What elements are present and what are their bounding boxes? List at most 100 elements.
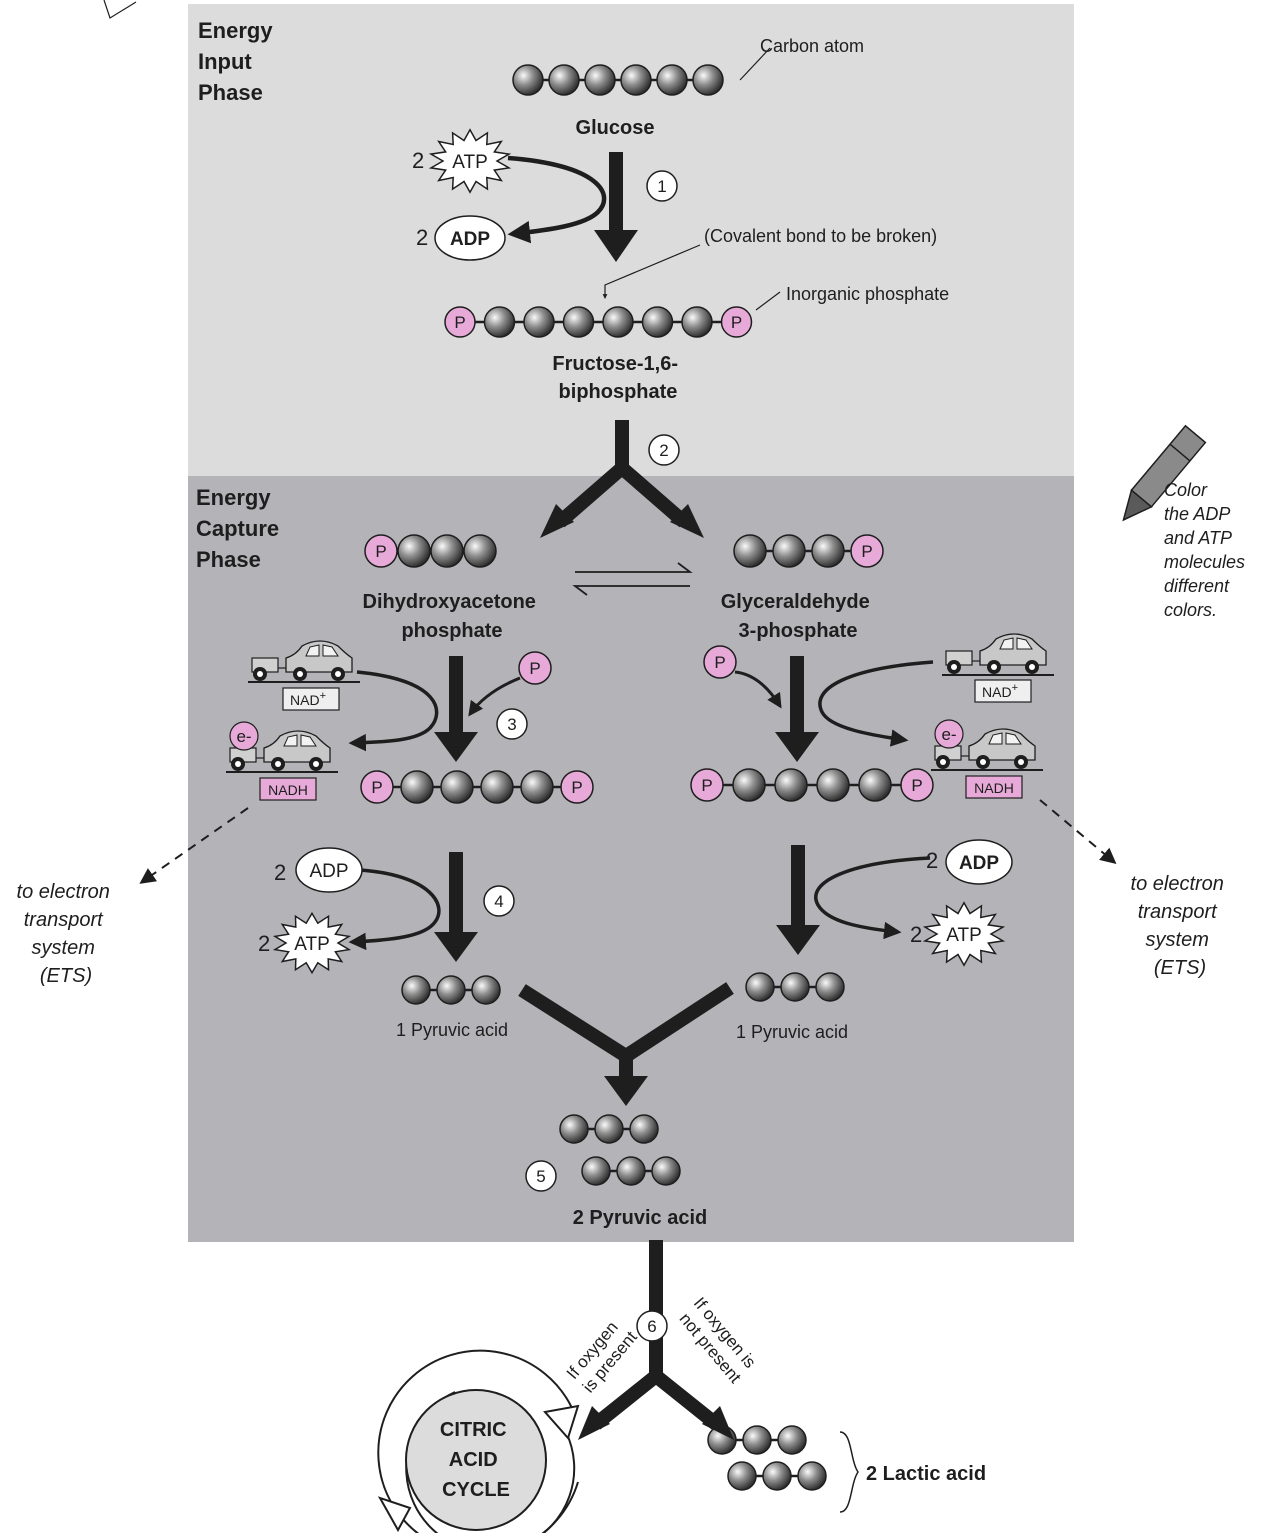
dhap-chain: P [364, 534, 497, 568]
atp-molecule: ATP [428, 128, 512, 194]
citric-acid-cycle: CITRIC ACID CYCLE [377, 1349, 580, 1533]
svg-text:NADH: NADH [974, 780, 1014, 796]
two-pyruvic-acid-label: 2 Pyruvic acid [573, 1207, 708, 1229]
carbon-atom [656, 64, 688, 96]
carbon-atom [629, 1114, 659, 1144]
svg-text:P: P [454, 313, 465, 332]
carbon-atom [651, 1156, 681, 1186]
carbon-atom [772, 534, 806, 568]
adp-coefficient-right: 2 [926, 848, 938, 873]
phosphate-group: P [360, 770, 394, 804]
adp-molecule: ADP [434, 215, 506, 261]
svg-text:P: P [911, 776, 922, 795]
carbon-atom [397, 534, 431, 568]
g3p-chain: P [733, 534, 884, 568]
carbon-atom [762, 1461, 792, 1491]
carbon-atom [733, 534, 767, 568]
svg-text:2: 2 [659, 441, 668, 460]
crayon-icon [1122, 424, 1207, 522]
pyruvic-pair-top-chain [559, 1114, 659, 1144]
atp-coefficient-right: 2 [910, 922, 922, 947]
carbon-atom [777, 1425, 807, 1455]
nad-plus-left: NAD+ [282, 687, 340, 711]
pyruvic-acid-left-label: 1 Pyruvic acid [396, 1020, 508, 1040]
svg-text:ATP: ATP [294, 934, 330, 955]
nadh-right: NADH [965, 775, 1023, 799]
carbon-atom [483, 306, 516, 338]
inorganic-phosphate-label: Inorganic phosphate [786, 284, 949, 304]
svg-text:ADP: ADP [450, 229, 490, 250]
svg-text:P: P [529, 659, 540, 678]
glucose-chain [512, 64, 724, 96]
carbon-atom [742, 1425, 772, 1455]
svg-text:P: P [861, 542, 872, 561]
carbon-atom [512, 64, 544, 96]
svg-text:5: 5 [536, 1167, 545, 1186]
carbon-atom [727, 1461, 757, 1491]
nadh-car-left: e- [226, 721, 338, 773]
g3p-label: Glyceraldehyde 3-phosphate [721, 591, 876, 642]
carbon-atom [562, 306, 595, 338]
carbon-atom [559, 1114, 589, 1144]
carbon-atom [811, 534, 845, 568]
svg-text:P: P [701, 776, 712, 795]
oxygen-present-label: If oxygen is present [563, 1314, 641, 1396]
svg-text:ATP: ATP [946, 925, 982, 946]
lactic-bottom-chain [727, 1461, 827, 1491]
adp-molecule-left: ADP [295, 847, 363, 893]
svg-text:P: P [714, 653, 725, 672]
svg-text:NAD+: NAD+ [982, 682, 1018, 700]
carbon-atom [641, 306, 674, 338]
carbon-atom [400, 770, 434, 804]
atp-molecule-left: ATP [272, 911, 352, 975]
svg-text:NAD+: NAD+ [290, 690, 326, 708]
pyruvic-right-chain [745, 972, 845, 1002]
color-note: Color the ADP and ATP molecules differen… [1164, 480, 1250, 620]
carbon-atom [732, 768, 766, 802]
oxygen-absent-label: If oxygen is not present [674, 1294, 763, 1389]
atp-coefficient: 2 [412, 148, 424, 173]
pyruvic-pair-bottom-chain [581, 1156, 681, 1186]
carbon-atom [797, 1461, 827, 1491]
svg-text:P: P [571, 778, 582, 797]
adp-coefficient: 2 [416, 225, 428, 250]
ets-label-right: to electron transport system (ETS) [1131, 873, 1230, 979]
svg-text:CITRIC ACID CYCLE: CITRIC ACID CYCLE [440, 1419, 512, 1501]
input-phase-title: Energy Input Phase [198, 18, 279, 105]
carbon-atom [581, 1156, 611, 1186]
carbon-atom [594, 1114, 624, 1144]
svg-text:ADP: ADP [309, 861, 348, 882]
pyruvic-left-chain [401, 975, 501, 1005]
phosphate-group: P [720, 306, 753, 338]
free-phosphate: P [703, 645, 737, 679]
pyruvic-acid-right-label: 1 Pyruvic acid [736, 1022, 848, 1042]
carbon-atom [523, 306, 555, 338]
svg-text:P: P [375, 542, 386, 561]
atp-coefficient-left: 2 [258, 931, 270, 956]
phosphate-group: P [690, 768, 724, 802]
phosphate-group: P [444, 306, 476, 338]
step-5-marker: 5 [525, 1160, 557, 1192]
svg-text:e-: e- [236, 727, 251, 746]
free-phosphate: P [518, 651, 552, 685]
svg-text:P: P [371, 778, 382, 797]
glucose-label: Glucose [576, 117, 655, 139]
carbon-atom-label: Carbon atom [760, 36, 864, 56]
svg-text:3: 3 [507, 715, 516, 734]
nadh-left: NADH [259, 777, 317, 801]
electron: e- [229, 721, 259, 751]
carbon-atom [480, 770, 514, 804]
nad-plus-right: NAD+ [974, 679, 1032, 703]
carbon-atom [520, 770, 554, 804]
svg-text:e-: e- [941, 725, 956, 744]
electron-carrier-cars: e-e- [226, 633, 1054, 773]
carbon-atom [745, 972, 775, 1002]
phosphate-group: P [560, 770, 594, 804]
step-2-marker: 2 [648, 434, 680, 466]
carbon-atom [616, 1156, 646, 1186]
phosphate-group: P [900, 768, 934, 802]
